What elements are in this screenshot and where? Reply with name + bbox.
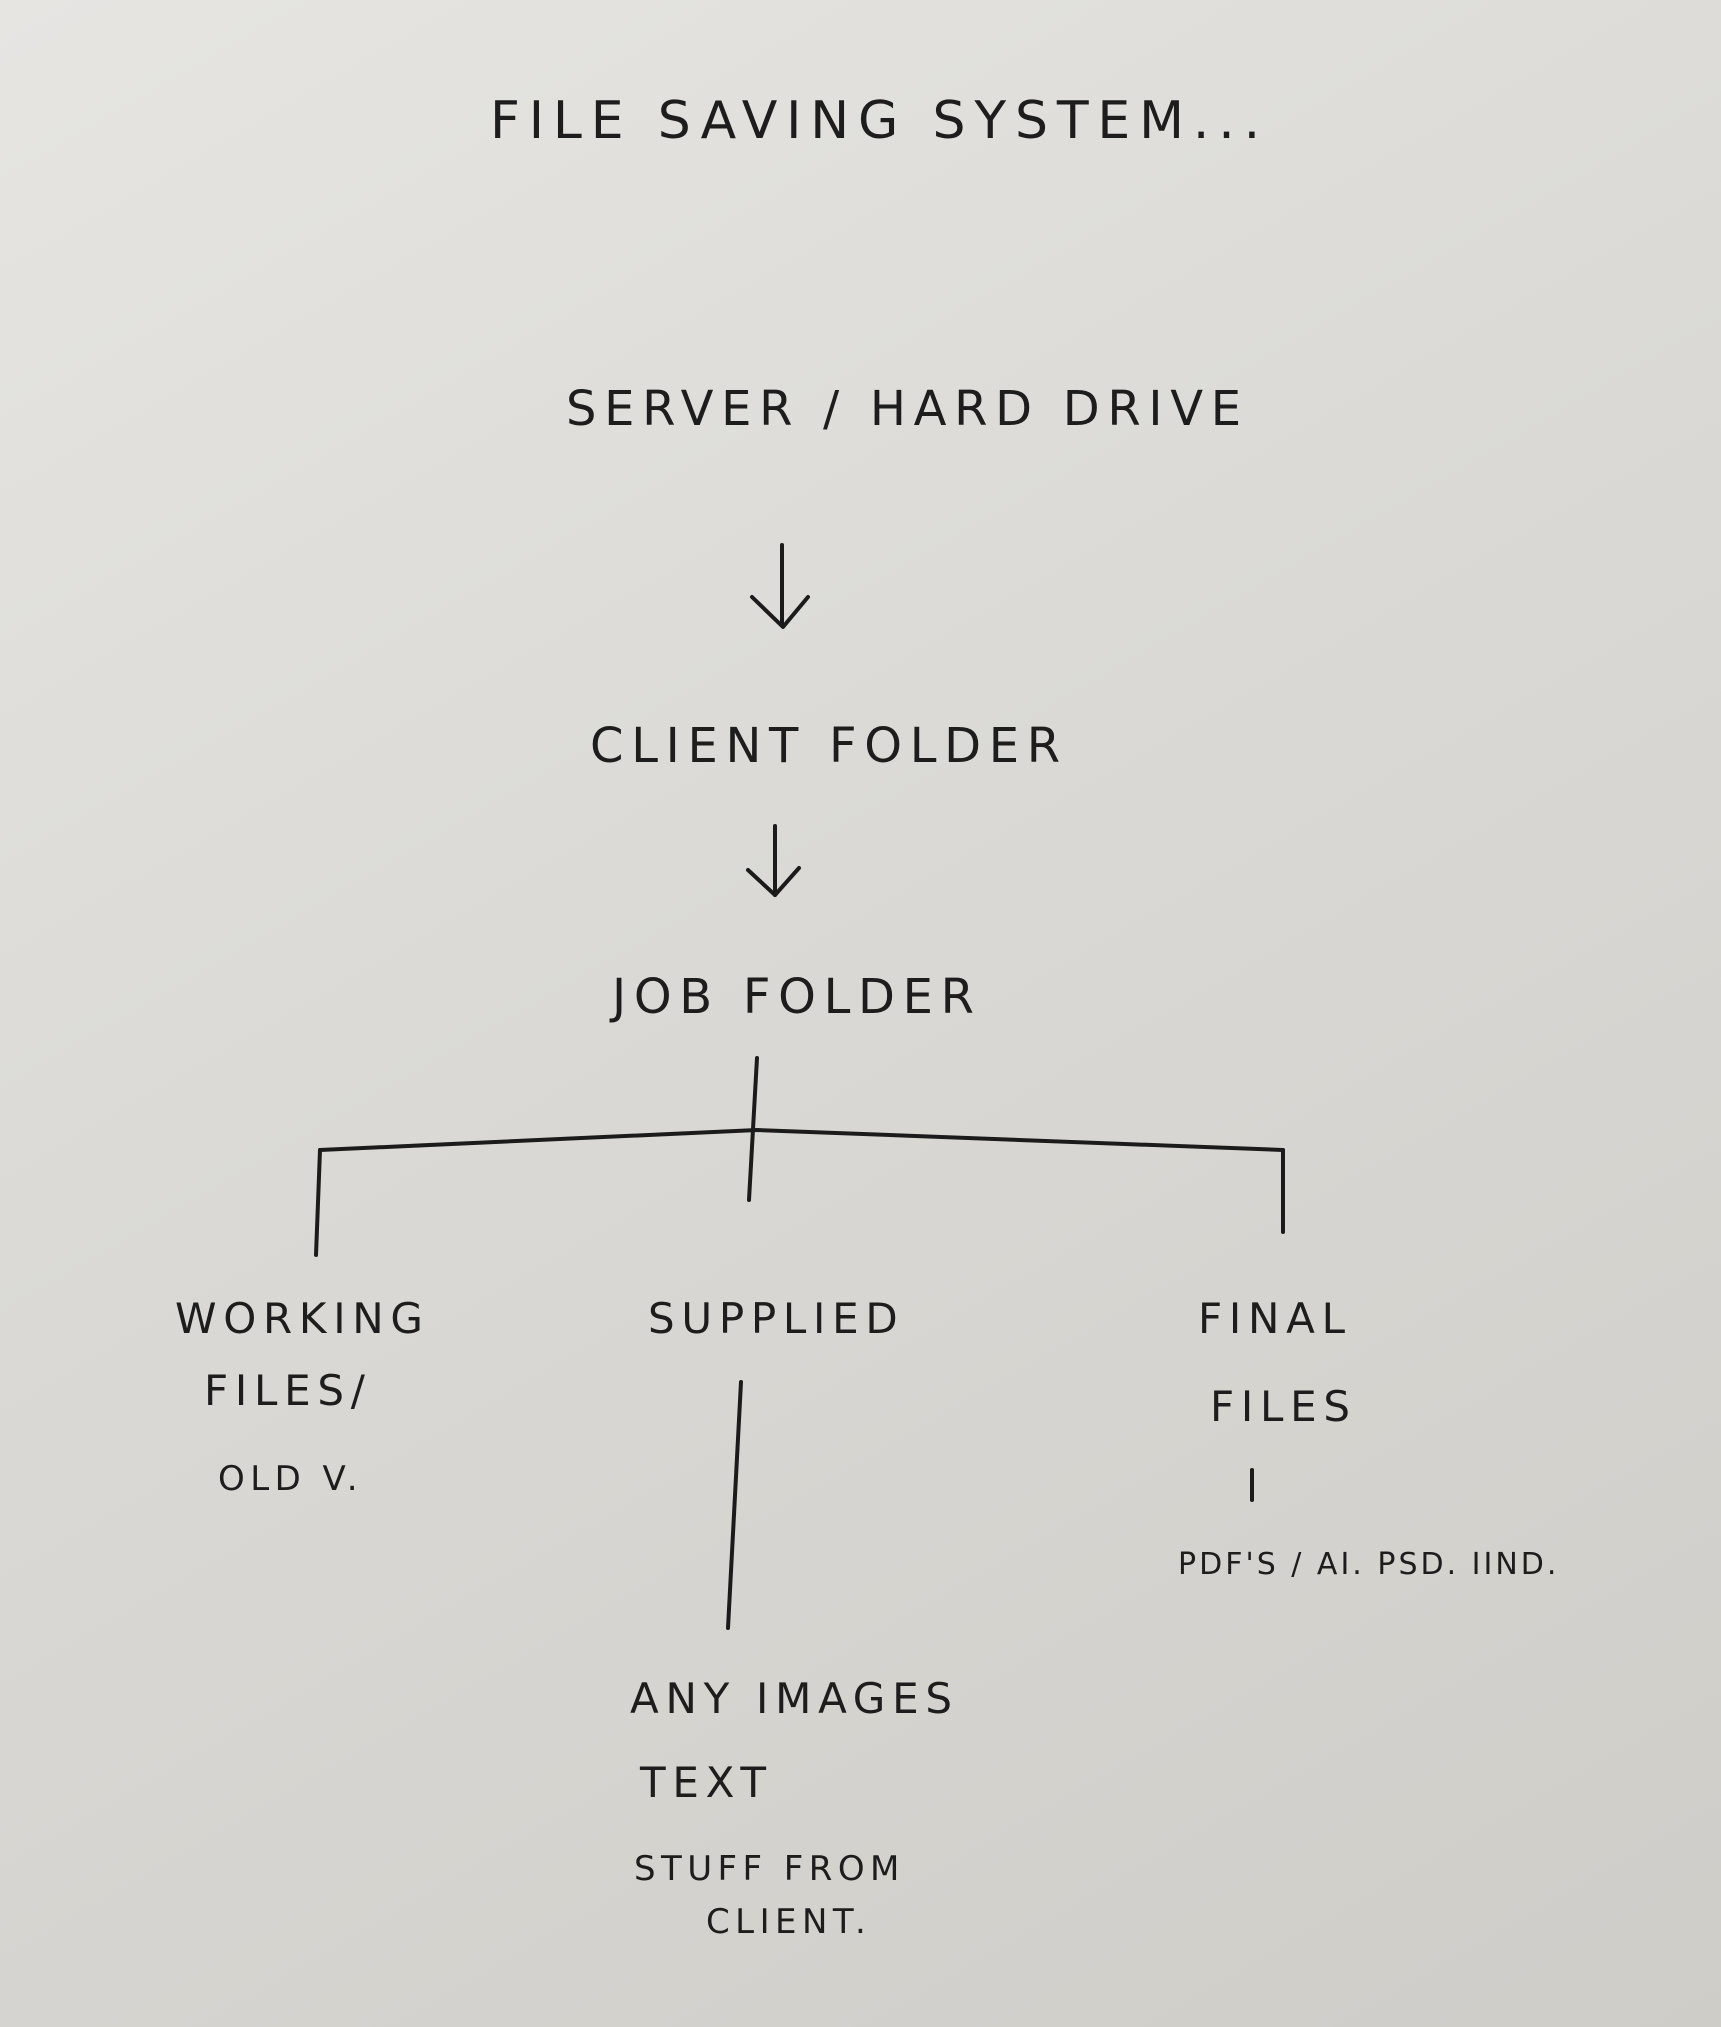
- branch-to-working: [314, 1148, 322, 1257]
- node-server-hard-drive: SERVER / HARD DRIVE: [566, 381, 1249, 437]
- diagram-title: FILE SAVING SYSTEM...: [490, 91, 1269, 151]
- node-working-files-line3: OLD V.: [218, 1459, 364, 1499]
- node-working-files-line2: FILES/: [204, 1366, 372, 1415]
- supplied-item-stuff-from: STUFF FROM: [634, 1849, 905, 1889]
- arrowhead-client-to-job: [746, 866, 801, 897]
- node-final-files-line1: FINAL: [1198, 1294, 1352, 1343]
- arrowhead-server-to-client: [750, 595, 810, 629]
- final-file-types: PDF'S / AI. PSD. IIND.: [1178, 1547, 1560, 1582]
- node-client-folder: CLIENT FOLDER: [590, 718, 1068, 774]
- supplied-item-text: TEXT: [640, 1758, 773, 1807]
- supplied-item-client: CLIENT.: [706, 1902, 872, 1942]
- supplied-stem: [726, 1380, 743, 1630]
- node-supplied: SUPPLIED: [648, 1294, 905, 1343]
- node-final-files-line2: FILES: [1210, 1382, 1357, 1431]
- node-job-folder: JOB FOLDER: [612, 969, 982, 1025]
- node-working-files-line1: WORKING: [175, 1294, 430, 1343]
- supplied-item-images: ANY IMAGES: [630, 1674, 959, 1723]
- tree-branch-bar: [318, 1128, 1285, 1152]
